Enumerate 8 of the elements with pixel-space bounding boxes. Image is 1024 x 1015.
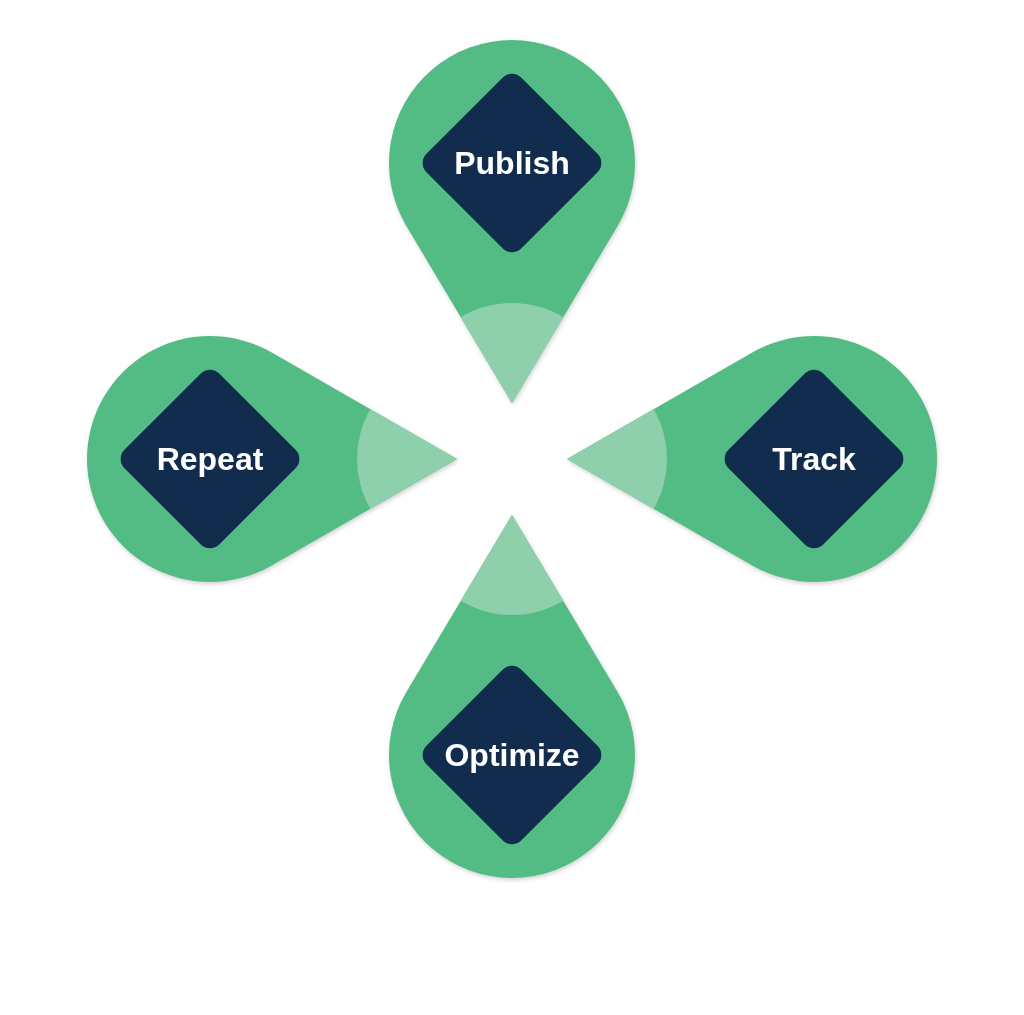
location-pin [567, 336, 937, 582]
location-pin [389, 515, 635, 878]
step-label: Repeat [156, 440, 264, 478]
step-label: Publish [454, 144, 570, 182]
step-label: Optimize [444, 736, 580, 774]
step-label: Track [772, 440, 856, 478]
location-pin [389, 40, 635, 403]
location-pin [87, 336, 457, 582]
